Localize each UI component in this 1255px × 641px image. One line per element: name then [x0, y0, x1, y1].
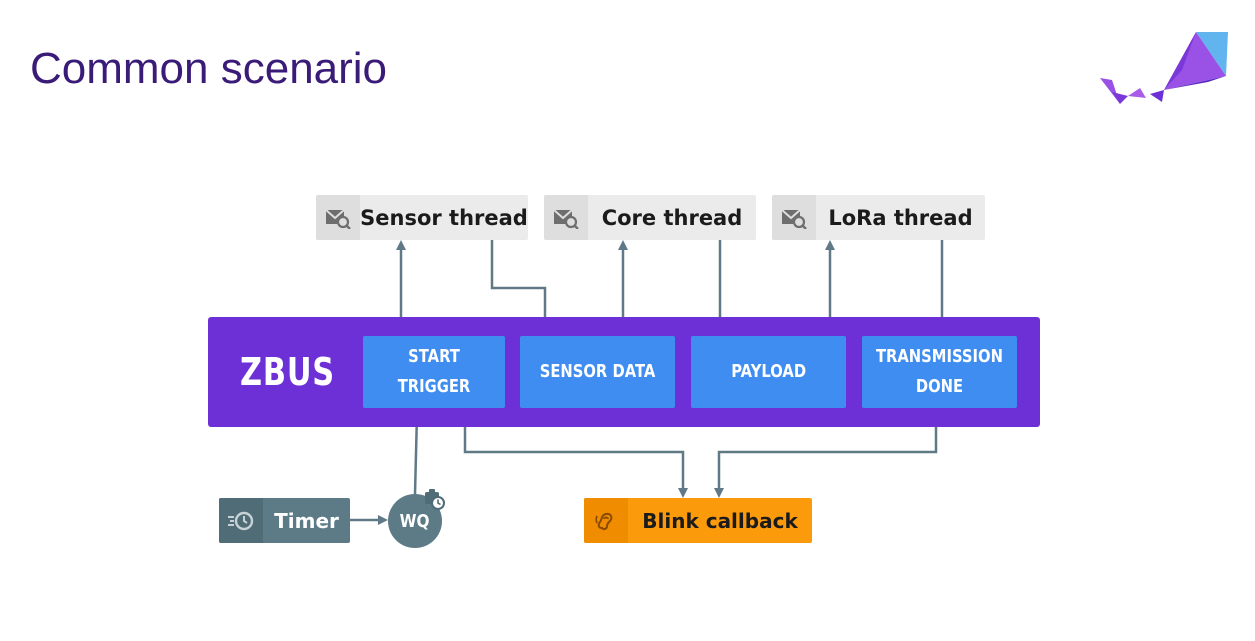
channel-label: START TRIGGER: [397, 346, 471, 397]
mailbox-search-icon: [316, 195, 360, 240]
zephyr-logo: [1100, 32, 1228, 104]
mailbox-search-icon: [544, 195, 588, 240]
channel-payload: PAYLOAD: [691, 336, 846, 408]
zbus-label: ZBUS: [240, 350, 335, 394]
thread-label: Sensor thread: [360, 205, 528, 230]
thread-label: LoRa thread: [828, 205, 973, 230]
sensor-thread-box: Sensor thread: [316, 195, 528, 240]
blink-callback-label: Blink callback: [642, 508, 798, 533]
thread-label: Core thread: [601, 205, 743, 230]
page-title: Common scenario: [30, 44, 388, 93]
blink-callback-box: Blink callback: [584, 498, 812, 543]
workqueue-label: WQ: [400, 510, 430, 532]
channel-sensor-data: SENSOR DATA: [520, 336, 675, 408]
timer-clock-icon: [219, 498, 263, 543]
channel-label: SENSOR DATA: [539, 361, 656, 382]
mailbox-search-icon: [772, 195, 816, 240]
channel-label: PAYLOAD: [731, 361, 806, 382]
timer-label: Timer: [274, 508, 339, 533]
clock-badge-icon: [425, 489, 445, 510]
timer-box: Timer: [219, 498, 350, 543]
arrow-sensor-thread-to-sensor-data: [490, 240, 550, 336]
channel-start-trigger: START TRIGGER: [363, 336, 505, 408]
lora-thread-box: LoRa thread: [772, 195, 985, 240]
listener-ear-icon: [584, 498, 628, 543]
core-thread-box: Core thread: [544, 195, 756, 240]
channel-label: TRANSMISSION DONE: [875, 346, 1003, 397]
arrow-start-trigger-to-blink: [463, 408, 688, 498]
arrow-transmission-done-to-blink: [714, 408, 938, 498]
channel-transmission-done: TRANSMISSION DONE: [862, 336, 1017, 408]
